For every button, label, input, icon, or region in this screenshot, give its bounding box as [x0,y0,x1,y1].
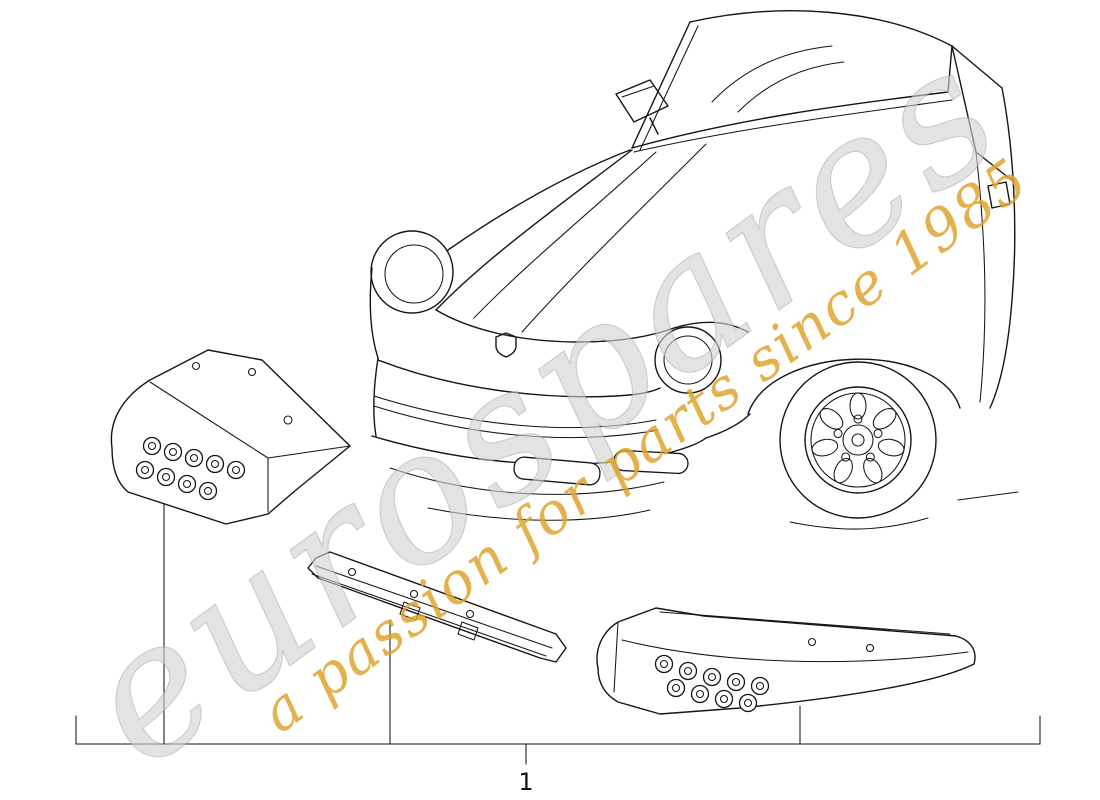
watermark-brand-text: eurospares [45,5,1039,800]
front-wheel [673,321,961,530]
hood-crest [495,332,517,358]
callout-bracket [75,503,1041,765]
fender-left [369,267,379,437]
hood [435,143,707,358]
windshield-and-roof [631,10,1003,153]
part-bracket-left[interactable] [110,349,351,525]
fastener-cluster-left [135,436,246,501]
headlight-left [370,230,454,314]
front-bumper [371,359,707,521]
turn-signal-slot-right [613,449,689,475]
fastener-cluster-right [654,654,770,713]
body-side-right [951,45,1019,501]
driving-light [654,326,722,394]
door-mirror [615,79,669,135]
part-bracket-right[interactable] [596,607,976,715]
watermark: eurospares a passion for parts since 198… [45,5,1041,800]
turn-signal-slot-left [513,456,601,486]
car-illustration [369,10,1019,530]
part-spoiler-strip-center[interactable] [307,551,567,663]
part-number-label[interactable]: 1 [518,768,533,796]
